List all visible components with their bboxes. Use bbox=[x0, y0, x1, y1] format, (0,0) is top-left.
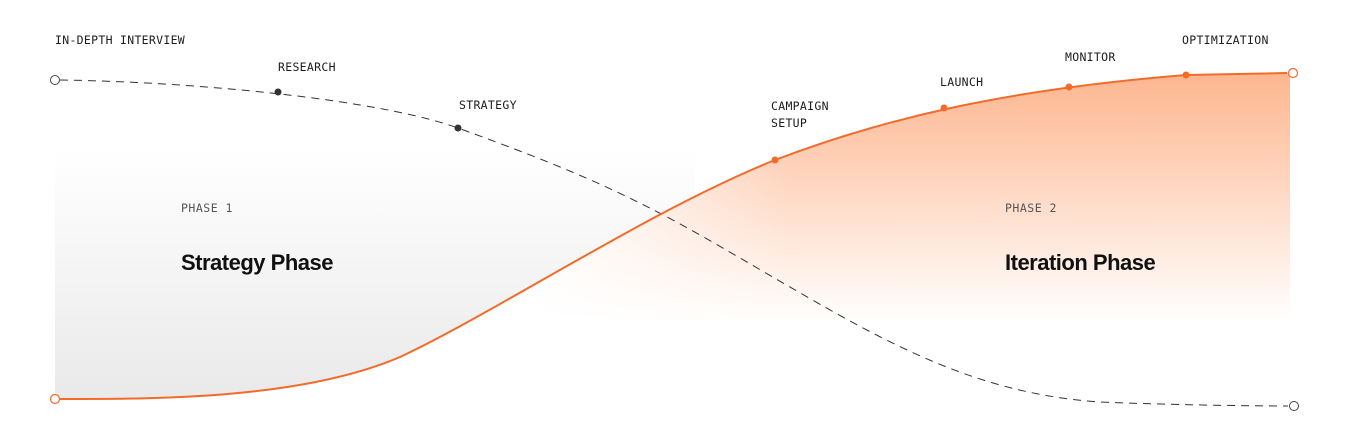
campaign-node bbox=[771, 156, 779, 164]
label-monitor: MONITOR bbox=[1065, 50, 1116, 64]
label-launch: LAUNCH bbox=[940, 75, 983, 89]
interview-node bbox=[50, 75, 60, 85]
launch-node bbox=[940, 104, 948, 112]
iteration-curve bbox=[59, 72, 1288, 401]
label-campaign-line1: CAMPAIGN bbox=[771, 99, 829, 113]
phase-2-label: PHASE 2 bbox=[1005, 201, 1057, 215]
end-orange-node bbox=[1287, 67, 1299, 79]
start-orange-node bbox=[49, 393, 61, 405]
label-interview: IN-DEPTH INTERVIEW bbox=[55, 33, 185, 47]
label-optimization: OPTIMIZATION bbox=[1182, 33, 1269, 47]
label-research: RESEARCH bbox=[278, 60, 336, 74]
phase-1-title: Strategy Phase bbox=[181, 250, 333, 275]
monitor-node bbox=[1065, 83, 1073, 91]
end-dashed-node bbox=[1289, 401, 1299, 411]
strategy-node bbox=[454, 124, 462, 132]
label-campaign-line2: SETUP bbox=[771, 116, 807, 130]
phase-1-label: PHASE 1 bbox=[181, 201, 233, 215]
research-node bbox=[274, 88, 282, 96]
label-strategy: STRATEGY bbox=[459, 98, 517, 112]
strategy-dashed-curve bbox=[59, 79, 1289, 407]
optimization-node bbox=[1182, 71, 1190, 79]
phase-2-title: Iteration Phase bbox=[1005, 250, 1155, 275]
